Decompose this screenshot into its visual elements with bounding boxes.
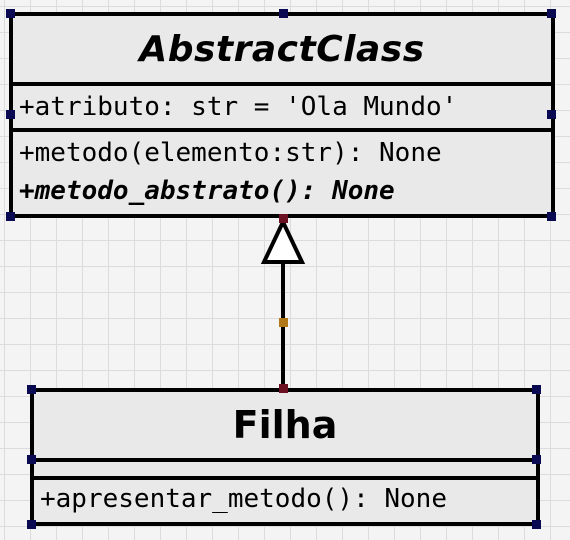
abstract-class-name-compartment: AbstractClass	[13, 16, 551, 86]
resize-handle[interactable]	[6, 212, 15, 221]
child-class-name-compartment: Filha	[34, 392, 536, 462]
resize-handle[interactable]	[532, 385, 541, 394]
connector-start-handle[interactable]	[279, 384, 288, 393]
child-class-operations-compartment: +apresentar_metodo(): None	[34, 480, 536, 522]
connector-mid-handle[interactable]	[279, 318, 288, 327]
resize-handle[interactable]	[547, 110, 556, 119]
resize-handle[interactable]	[27, 520, 36, 529]
attribute-atributo: +atributo: str = 'Ola Mundo'	[19, 92, 458, 122]
operation-metodo-abstrato: +metodo_abstrato(): None	[19, 176, 395, 206]
operation-apresentar-metodo: +apresentar_metodo(): None	[40, 484, 447, 514]
resize-handle[interactable]	[532, 455, 541, 464]
resize-handle[interactable]	[532, 520, 541, 529]
resize-handle[interactable]	[547, 9, 556, 18]
child-class-attributes-compartment	[34, 462, 536, 480]
resize-handle[interactable]	[6, 110, 15, 119]
abstract-class-name: AbstractClass	[139, 28, 425, 70]
resize-handle[interactable]	[279, 9, 288, 18]
generalization-triangle-head	[260, 217, 306, 264]
abstract-class-box[interactable]: AbstractClass +atributo: str = 'Ola Mund…	[9, 12, 555, 218]
connector-end-handle[interactable]	[279, 214, 288, 223]
child-class-name: Filha	[232, 403, 338, 447]
resize-handle[interactable]	[6, 9, 15, 18]
resize-handle[interactable]	[27, 455, 36, 464]
abstract-class-operations-compartment: +metodo(elemento:str): None +metodo_abst…	[13, 132, 551, 214]
child-class-box[interactable]: Filha +apresentar_metodo(): None	[30, 388, 540, 526]
operation-metodo: +metodo(elemento:str): None	[19, 138, 442, 168]
resize-handle[interactable]	[27, 385, 36, 394]
abstract-class-attributes-compartment: +atributo: str = 'Ola Mundo'	[13, 86, 551, 132]
resize-handle[interactable]	[547, 212, 556, 221]
